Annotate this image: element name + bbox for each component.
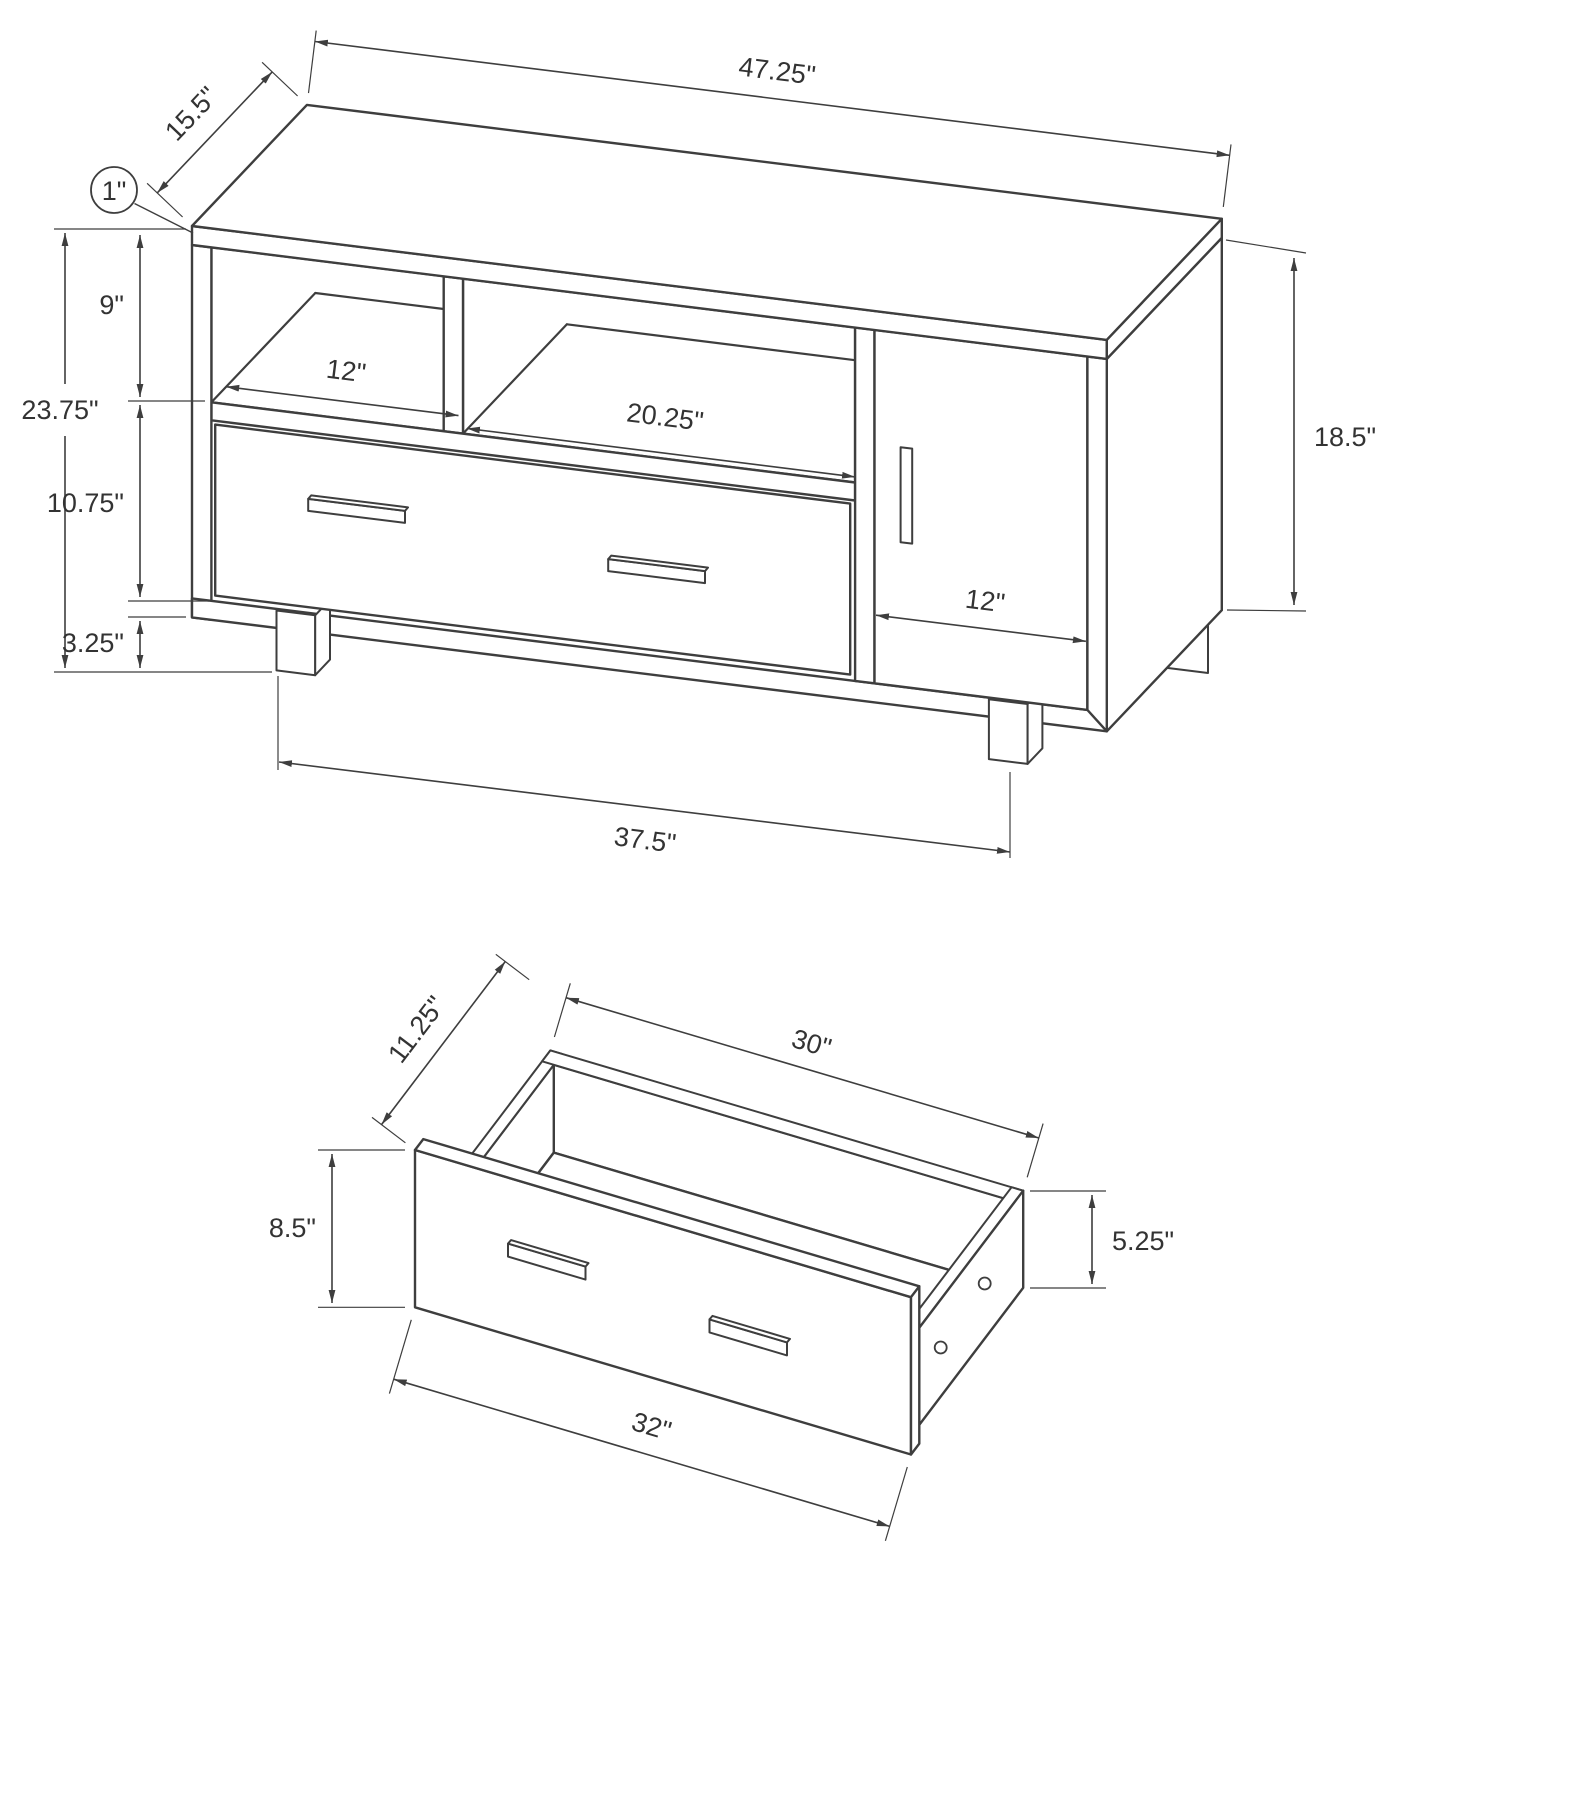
door-partition-edge (853, 326, 876, 685)
label-drawer-height: 10.75" (47, 488, 124, 518)
ext-line (371, 1116, 406, 1144)
ext-line (146, 182, 184, 218)
ext-line (307, 30, 317, 94)
dim-top-depth (156, 71, 273, 194)
dim-center-cubby-width (466, 426, 856, 479)
dim-inner-length (565, 996, 1040, 1139)
label-left-cubby-width: 12" (325, 354, 368, 389)
label-overall-height: 23.75" (21, 395, 98, 425)
label-side-height: 5.25" (1112, 1226, 1174, 1256)
dowel-hole (933, 1340, 948, 1355)
ext-line (1026, 1123, 1044, 1178)
left-side-panel-edge (190, 243, 213, 621)
dim-base-width (278, 760, 1011, 854)
drawer-view: 8.5" 11.25" 30" 32" 5.25" (269, 953, 1174, 1541)
dim-inner-depth (380, 961, 506, 1126)
ext-line (884, 1466, 908, 1541)
ext-line (495, 953, 530, 981)
ext-line (1226, 609, 1307, 612)
ext-line (1225, 239, 1307, 254)
thickness-leader-line (134, 202, 194, 234)
drawer-handle-right-top (708, 1314, 791, 1344)
dim-door-width (875, 613, 1086, 644)
right-side-front-edge (1086, 355, 1109, 733)
label-base-width: 37.5" (612, 821, 677, 858)
label-top-depth: 15.5" (159, 81, 224, 147)
dim-front-width (393, 1378, 890, 1528)
shelf-divider (442, 275, 465, 435)
center-cubby-floor-edge (461, 323, 569, 435)
front-right-leg (987, 698, 1029, 765)
left-cubby-opening (210, 246, 445, 433)
front-left-leg-side (314, 598, 331, 677)
label-front-height: 8.5" (269, 1213, 316, 1243)
drawer-handle-left-top (507, 1239, 590, 1268)
dim-left-cubby-width (226, 384, 459, 418)
label-inner-length: 30" (788, 1023, 835, 1063)
top-slab-right-edge (1105, 217, 1224, 361)
center-cubby-back-edge (565, 323, 857, 362)
label-side-height: 18.5" (1314, 422, 1376, 452)
front-left-leg (275, 609, 317, 677)
label-shelf-height: 9" (99, 290, 124, 320)
label-inner-depth: 11.25" (382, 991, 451, 1069)
tv-stand-dimensions: 47.25" 15.5" 1" 23.75" 9" 10.75" (21, 30, 1376, 859)
ext-line (1222, 144, 1232, 207)
tv-stand-view: 47.25" 15.5" 1" 23.75" 9" 10.75" (21, 30, 1376, 859)
dim-top-width (314, 39, 1230, 158)
drawer-handle-right-top (607, 554, 709, 573)
label-top-width: 47.25" (737, 51, 817, 90)
label-front-width: 32" (628, 1406, 675, 1446)
label-door-width: 12" (964, 584, 1007, 619)
left-cubby-back-edge (314, 291, 445, 311)
ext-line (388, 1319, 412, 1394)
left-cubby-floor-edge (210, 291, 317, 404)
dowel-hole (977, 1276, 992, 1291)
label-top-thickness: 1" (102, 176, 127, 206)
drawer-handle-left-top (307, 494, 409, 512)
door-handle (899, 446, 914, 545)
thickness-callout-circle (90, 166, 138, 214)
ext-line (261, 61, 299, 97)
ext-line (553, 983, 571, 1038)
drawer-front-panel-end (909, 1285, 921, 1456)
label-leg-height: 3.25" (62, 628, 124, 658)
